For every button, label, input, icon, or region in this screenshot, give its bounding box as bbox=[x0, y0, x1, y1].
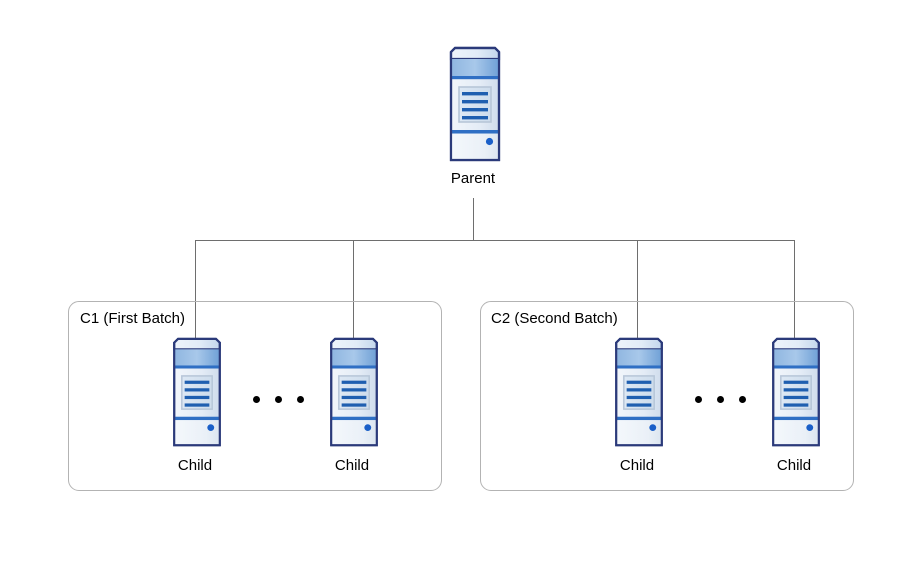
node-label-c2-child-1: Child bbox=[619, 457, 655, 474]
connector-bus bbox=[195, 240, 795, 241]
connector-drop-c1-child-2 bbox=[353, 240, 354, 344]
server-icon-c2-child-2 bbox=[763, 337, 829, 449]
node-parent[interactable]: Parent bbox=[442, 46, 504, 187]
server-icon-c1-child-1 bbox=[164, 337, 230, 449]
ellipsis-dot bbox=[253, 396, 260, 403]
server-icon-c2-child-1 bbox=[606, 337, 672, 449]
node-c2-child-2[interactable]: Child bbox=[763, 337, 825, 477]
ellipsis-c1 bbox=[253, 396, 304, 403]
group-box-c2[interactable] bbox=[480, 301, 854, 491]
group-box-c1[interactable] bbox=[68, 301, 442, 491]
group-label-c1: C1 (First Batch) bbox=[80, 310, 186, 327]
ellipsis-dot bbox=[717, 396, 724, 403]
group-label-c2: C2 (Second Batch) bbox=[491, 310, 618, 327]
ellipsis-c2 bbox=[695, 396, 746, 403]
ellipsis-dot bbox=[739, 396, 746, 403]
ellipsis-dot bbox=[275, 396, 282, 403]
connector-drop-c1-child-1 bbox=[195, 240, 196, 344]
node-label-c2-child-2: Child bbox=[776, 457, 812, 474]
ellipsis-dot bbox=[297, 396, 304, 403]
node-label-parent: Parent bbox=[450, 170, 496, 187]
node-c1-child-1[interactable]: Child bbox=[164, 337, 226, 477]
node-c2-child-1[interactable]: Child bbox=[606, 337, 668, 477]
connector-drop-c2-child-2 bbox=[794, 240, 795, 344]
server-icon-c1-child-2 bbox=[321, 337, 387, 449]
node-label-c1-child-2: Child bbox=[334, 457, 370, 474]
ellipsis-dot bbox=[695, 396, 702, 403]
node-c1-child-2[interactable]: Child bbox=[321, 337, 383, 477]
connector-drop-c2-child-1 bbox=[637, 240, 638, 344]
connector-parent-stem bbox=[473, 198, 474, 240]
server-icon-parent bbox=[442, 46, 508, 164]
node-label-c1-child-1: Child bbox=[177, 457, 213, 474]
